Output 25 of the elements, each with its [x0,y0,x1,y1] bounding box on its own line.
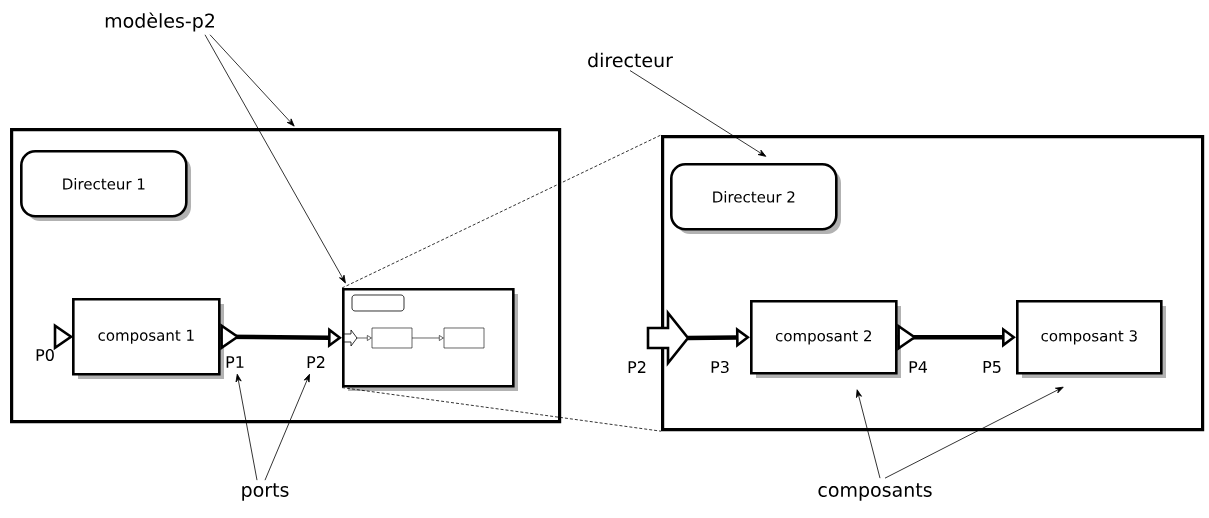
callout-text: directeur [588,52,673,68]
leader-line [856,389,881,479]
port-label: P2 [307,356,325,368]
callout-text: modèles-p2 [105,12,214,32]
callout-text: composants [818,483,932,501]
director-box: Directeur 1 [20,150,191,221]
component-box: composant 1 [72,298,224,379]
component-box: composant 2 [750,300,901,378]
port-label: P2 [628,361,646,373]
port-label: P0 [36,348,54,362]
port-label: P3 [711,360,729,374]
leader-line [884,386,1064,479]
callout-text: ports [242,483,289,501]
leader-line [209,34,295,127]
zoom-line [341,134,662,289]
leader-line [629,70,767,157]
leader-line [204,34,346,284]
leader-line [235,373,258,481]
component-box: composant 3 [1016,300,1166,378]
submodel-box [342,288,518,391]
port-label: P1 [226,356,244,368]
director-box: Directeur 2 [670,163,841,234]
port-label: P5 [983,361,1001,373]
zoom-line [341,387,662,432]
leader-line [264,373,310,481]
